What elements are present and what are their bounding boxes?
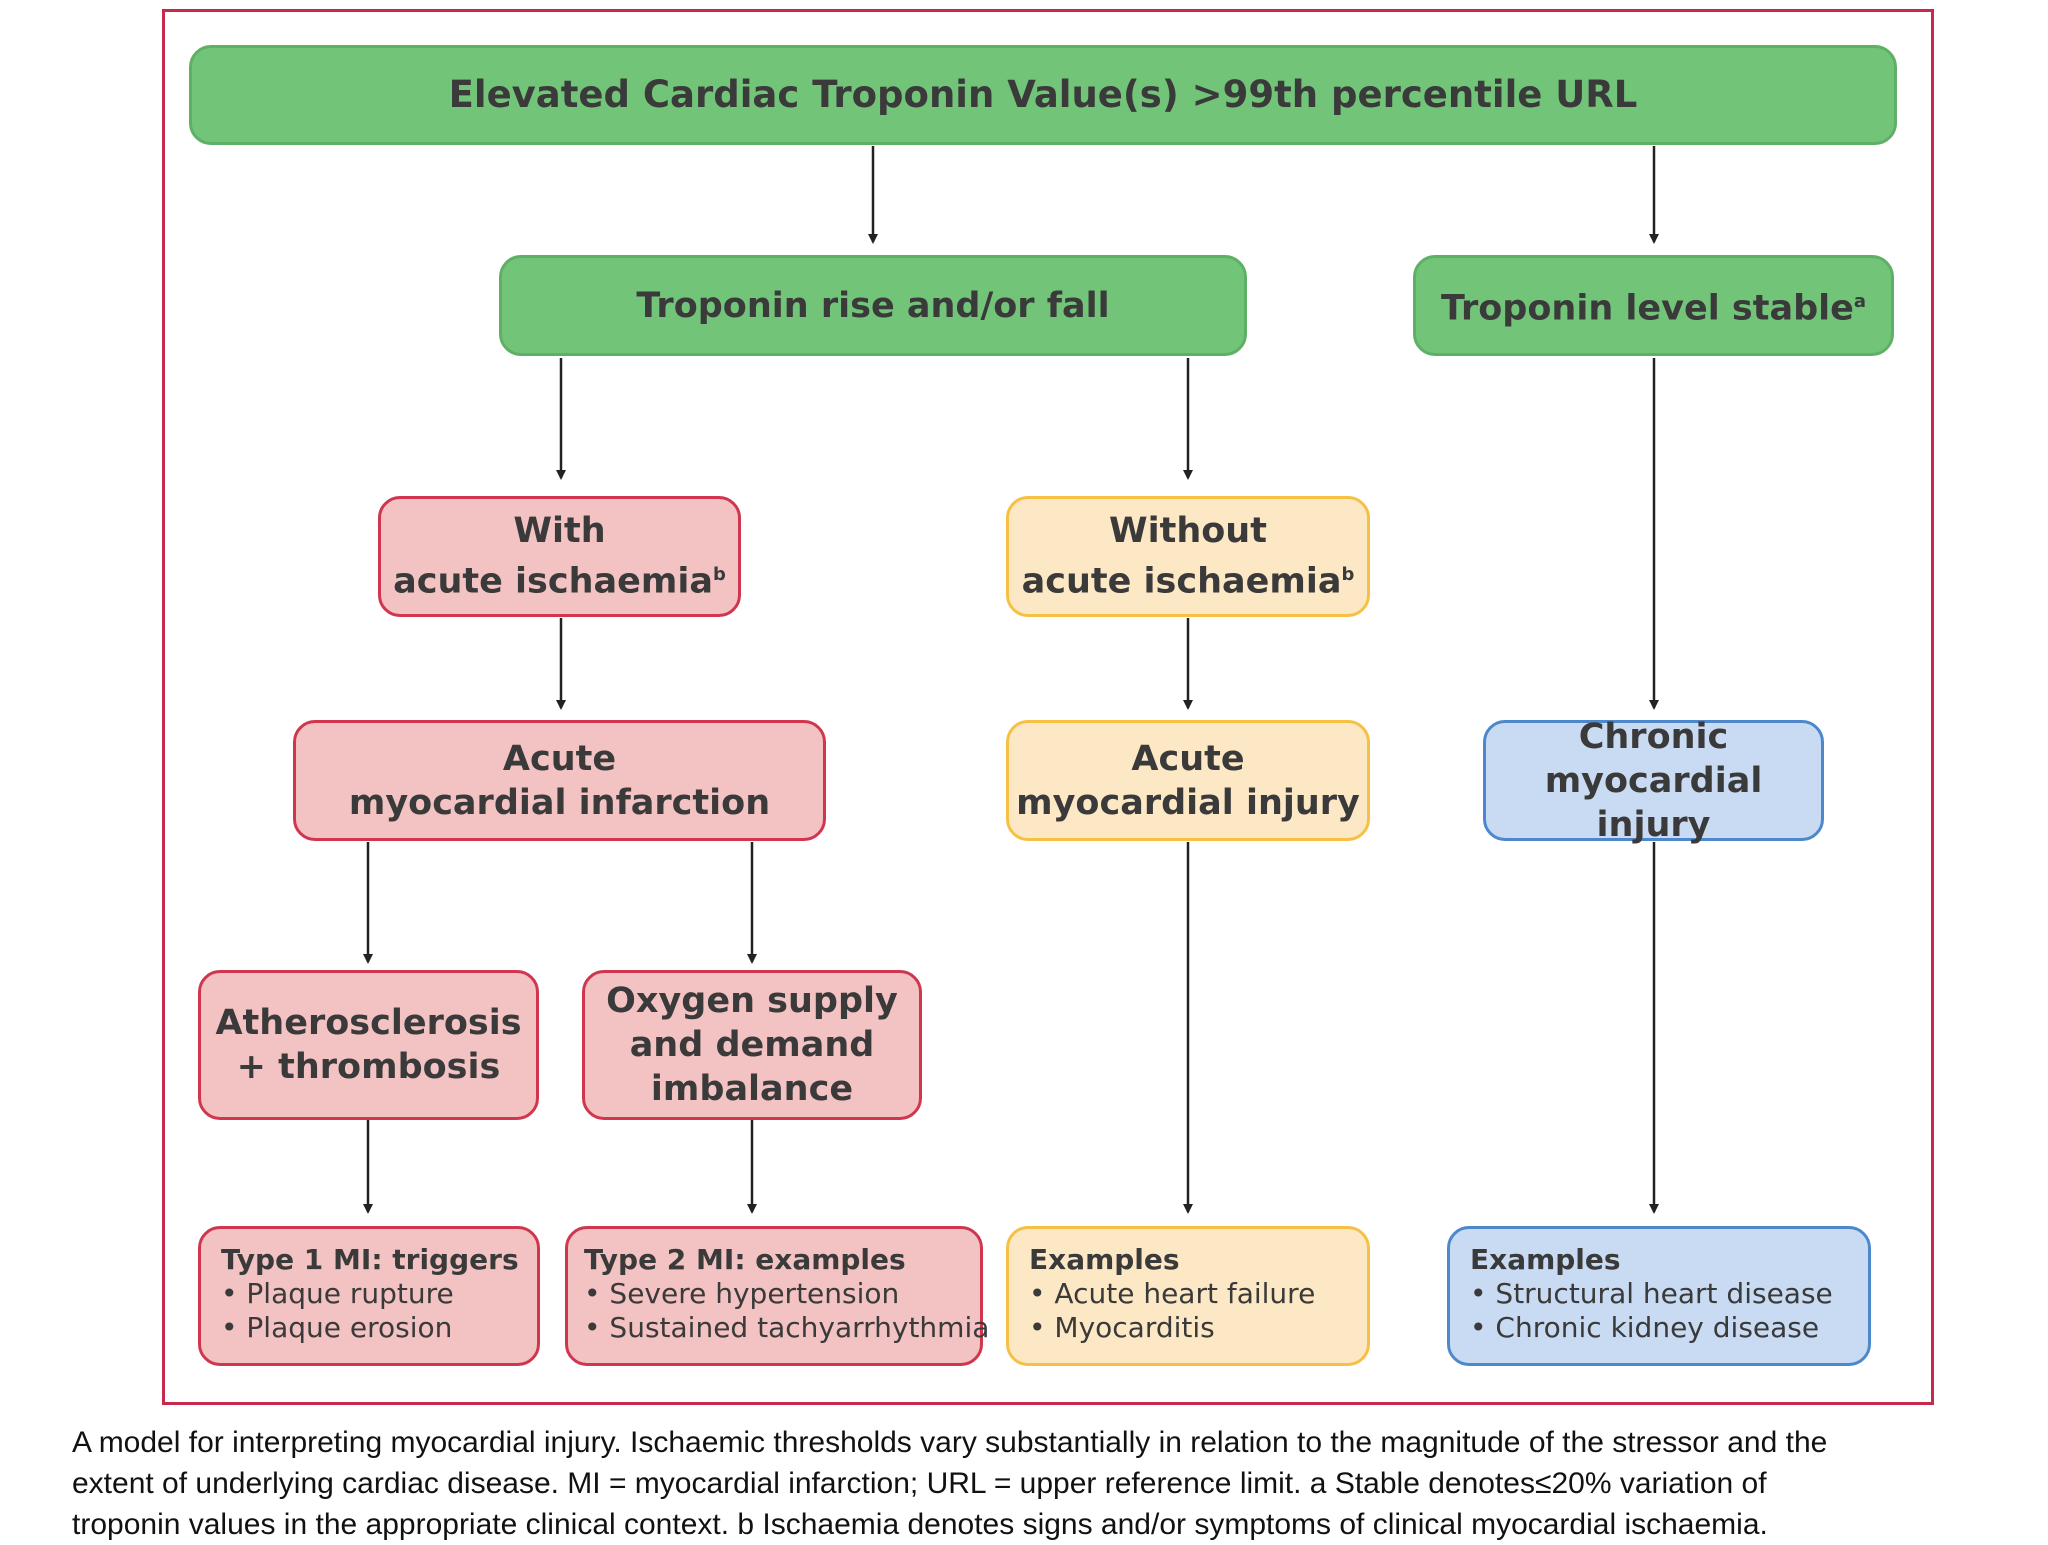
oxygen-line2: and demand [629,1025,875,1065]
acute-myocardial-injury-box: Acute myocardial injury [1006,720,1370,841]
elevated-troponin-box: Elevated Cardiac Troponin Value(s) >99th… [189,45,1897,145]
type2-mi-examples-box: Type 2 MI: examples Severe hypertension … [565,1226,989,1366]
with-acute-ischaemia-box: With acute ischaemiab [378,496,741,617]
athero-line2: + thrombosis [236,1047,501,1087]
type2-heading: Type 2 MI: examples [584,1243,906,1276]
with-ischaemia-line2: acute ischaemiab [393,561,726,602]
troponin-stable-label: Troponin level stablea [1440,288,1867,329]
figure-frame [162,9,1934,1405]
list-item: Plaque erosion [221,1311,452,1345]
list-item: Sustained tachyarrhythmia [584,1311,989,1345]
elevated-troponin-label: Elevated Cardiac Troponin Value(s) >99th… [448,73,1638,116]
footnote-b-marker: b [712,564,726,586]
oxygen-line1: Oxygen supply [606,981,898,1021]
list-item: Acute heart failure [1029,1277,1315,1311]
without-ischaemia-line2: acute ischaemiab [1021,561,1355,602]
chronic-myocardial-injury-box: Chronic myocardial injury [1483,717,1824,845]
caption-line3: troponin values in the appropriate clini… [72,1508,1768,1541]
type1-mi-examples-box: Type 1 MI: triggers Plaque rupture Plaqu… [198,1226,540,1366]
footnote-b-marker: b [1341,564,1355,586]
figure-caption: A model for interpreting myocardial inju… [72,1422,2002,1545]
without-acute-ischaemia-box: Without acute ischaemiab [1006,496,1370,617]
acute-injury-examples-box: Examples Acute heart failure Myocarditis [1006,1226,1370,1366]
list-item: Plaque rupture [221,1277,453,1311]
oxygen-line3: imbalance [650,1069,854,1109]
footnote-a-marker: a [1853,291,1867,313]
troponin-stable-box: Troponin level stablea [1413,255,1894,356]
atherosclerosis-thrombosis-box: Atherosclerosis + thrombosis [198,970,539,1120]
with-ischaemia-line1: With [513,511,606,552]
chronic-injury-examples-box: Examples Structural heart disease Chroni… [1447,1226,1871,1366]
caption-line2: extent of underlying cardiac disease. MI… [72,1467,1767,1500]
acute-mi-box: Acute myocardial infarction [293,720,826,841]
type1-heading: Type 1 MI: triggers [221,1243,519,1276]
oxygen-supply-demand-box: Oxygen supply and demand imbalance [582,970,922,1120]
athero-line1: Atherosclerosis [215,1003,522,1043]
troponin-rise-fall-box: Troponin rise and/or fall [499,255,1247,356]
acute-examples-heading: Examples [1029,1243,1180,1276]
acute-injury-line1: Acute [1131,738,1245,779]
list-item: Severe hypertension [584,1277,899,1311]
list-item: Chronic kidney disease [1470,1311,1819,1345]
chronic-injury-line2: myocardial injury [1544,760,1763,845]
troponin-rise-fall-label: Troponin rise and/or fall [636,285,1110,326]
caption-line1: A model for interpreting myocardial inju… [72,1426,1828,1459]
chronic-injury-line1: Chronic [1578,716,1729,757]
list-item: Myocarditis [1029,1311,1214,1345]
chronic-examples-heading: Examples [1470,1243,1621,1276]
acute-mi-line2: myocardial infarction [348,782,771,823]
acute-mi-line1: Acute [502,738,617,779]
without-ischaemia-line1: Without [1109,511,1267,552]
list-item: Structural heart disease [1470,1277,1832,1311]
acute-injury-line2: myocardial injury [1016,782,1360,823]
